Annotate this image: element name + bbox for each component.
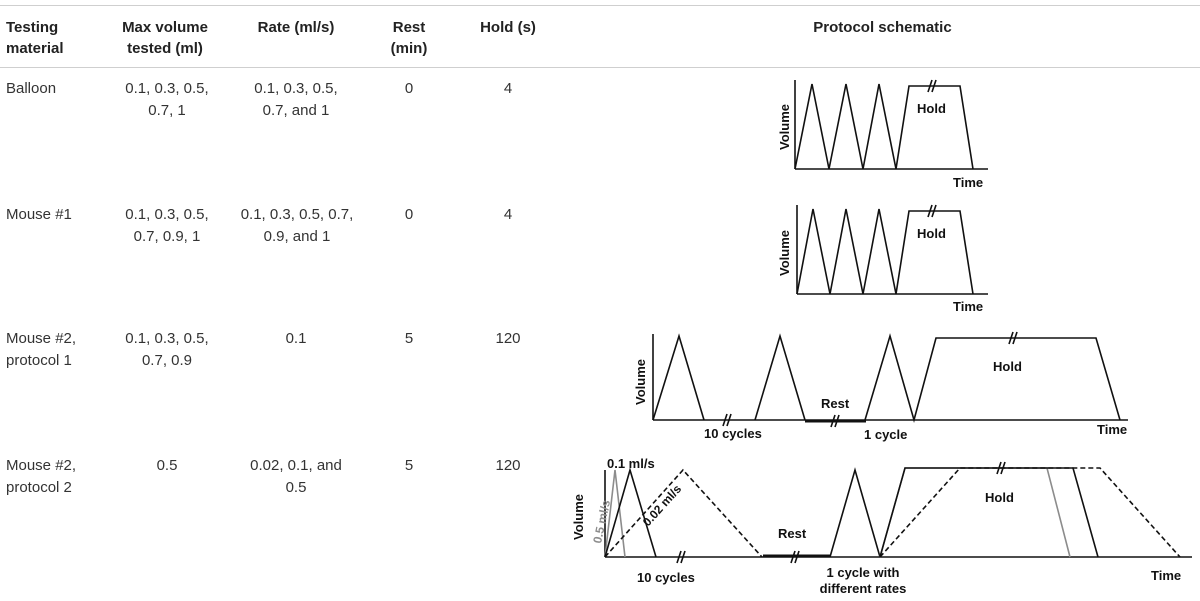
s1-break-mark-b bbox=[931, 79, 937, 93]
s4-cycles-label: 10 cycles bbox=[637, 570, 695, 585]
header-testing-material: Testing material bbox=[6, 19, 64, 57]
s3-ylabel: Volume bbox=[633, 359, 648, 405]
header-rule bbox=[0, 67, 1200, 68]
header-max-volume: Max volume tested (ml) bbox=[122, 19, 208, 57]
s3-protocol-trace-3 bbox=[864, 333, 1121, 423]
row3-rest: 5 bbox=[404, 330, 414, 347]
header-hold: Hold (s) bbox=[480, 19, 536, 36]
row1-rate: 0.1, 0.3, 0.5, 0.7, and 1 bbox=[254, 80, 338, 119]
s4-one-cycle-label-line2: different rates bbox=[820, 581, 907, 596]
row3-rate: 0.1 bbox=[285, 330, 307, 347]
row2-material: Mouse #1 bbox=[6, 206, 72, 223]
row1-max-volume: 0.1, 0.3, 0.5, 0.7, 1 bbox=[125, 80, 209, 119]
s4-final-slow-trace bbox=[879, 467, 1181, 558]
row2-hold: 4 bbox=[503, 206, 513, 223]
s3-rest-break-a bbox=[830, 414, 836, 428]
s4-ylabel: Volume bbox=[571, 494, 586, 540]
row1-material: Balloon bbox=[6, 80, 57, 97]
row1-rest: 0 bbox=[404, 80, 414, 97]
s4-final-mid-trace bbox=[879, 467, 1099, 558]
s1-break-mark-a bbox=[927, 79, 933, 93]
s4-slow-rate-label: 0.02 ml/s bbox=[640, 482, 685, 529]
s2-break-mark-b bbox=[931, 204, 937, 218]
s4-rest-break-b bbox=[794, 550, 800, 564]
s4-hold-label: Hold bbox=[985, 490, 1014, 505]
s3-cycles-label: 10 cycles bbox=[704, 426, 762, 441]
s4-fast-rate-trace bbox=[604, 469, 626, 558]
s3-protocol-trace bbox=[652, 333, 705, 421]
s3-hold-break-a bbox=[1008, 331, 1014, 345]
row3-hold: 120 bbox=[495, 330, 521, 347]
row2-max-volume: 0.1, 0.3, 0.5, 0.7, 0.9, 1 bbox=[125, 206, 209, 245]
row2-rate: 0.1, 0.3, 0.5, 0.7, 0.9, and 1 bbox=[240, 206, 354, 245]
s3-rest-label: Rest bbox=[821, 396, 850, 411]
s1-hold-label: Hold bbox=[917, 101, 946, 116]
s4-final-fast-trace bbox=[879, 467, 1071, 558]
header-rest: Rest (min) bbox=[390, 19, 428, 57]
s2-xlabel: Time bbox=[953, 299, 983, 314]
s3-hold-break-b bbox=[1012, 331, 1018, 345]
s4-cycle-trace bbox=[829, 467, 881, 558]
s4-rest-label: Rest bbox=[778, 526, 807, 541]
s4-rest-break-a bbox=[790, 550, 796, 564]
row1-hold: 4 bbox=[503, 80, 513, 97]
s4-mid-rate-trace bbox=[604, 467, 657, 558]
s1-ylabel: Volume bbox=[777, 104, 792, 150]
s4-mid-rate-label: 0.1 ml/s bbox=[607, 456, 655, 471]
row3-material: Mouse #2, protocol 1 bbox=[6, 330, 77, 369]
s4-hold-break-b bbox=[1000, 461, 1006, 475]
s4-break-mark-a bbox=[676, 550, 682, 564]
s4-one-cycle-label-line1: 1 cycle with bbox=[827, 565, 900, 580]
s3-break-mark-a bbox=[722, 413, 728, 427]
s4-xlabel: Time bbox=[1151, 568, 1181, 583]
s3-hold-label: Hold bbox=[993, 359, 1022, 374]
table-top-rule bbox=[0, 5, 1200, 6]
s3-rest-break-b bbox=[834, 414, 840, 428]
s4-break-mark-b bbox=[680, 550, 686, 564]
row4-hold: 120 bbox=[495, 457, 521, 474]
row4-rest: 5 bbox=[404, 457, 414, 474]
row2-rest: 0 bbox=[404, 206, 414, 223]
row4-material: Mouse #2, protocol 2 bbox=[6, 457, 77, 496]
s3-break-mark-b bbox=[726, 413, 732, 427]
s1-xlabel: Time bbox=[953, 175, 983, 190]
header-protocol-schematic: Protocol schematic bbox=[813, 19, 952, 36]
s3-one-cycle-label: 1 cycle bbox=[864, 427, 907, 442]
s4-slow-rate-trace bbox=[604, 468, 763, 558]
header-rate: Rate (ml/s) bbox=[257, 19, 335, 36]
s4-hold-break-a bbox=[996, 461, 1002, 475]
s3-protocol-trace-2 bbox=[754, 333, 806, 421]
row3-max-volume: 0.1, 0.3, 0.5, 0.7, 0.9 bbox=[125, 330, 209, 369]
s2-break-mark-a bbox=[927, 204, 933, 218]
row4-rate: 0.02, 0.1, and 0.5 bbox=[250, 457, 342, 496]
s2-ylabel: Volume bbox=[777, 230, 792, 276]
s2-hold-label: Hold bbox=[917, 226, 946, 241]
s3-xlabel: Time bbox=[1097, 422, 1127, 437]
row4-max-volume: 0.5 bbox=[156, 457, 178, 474]
